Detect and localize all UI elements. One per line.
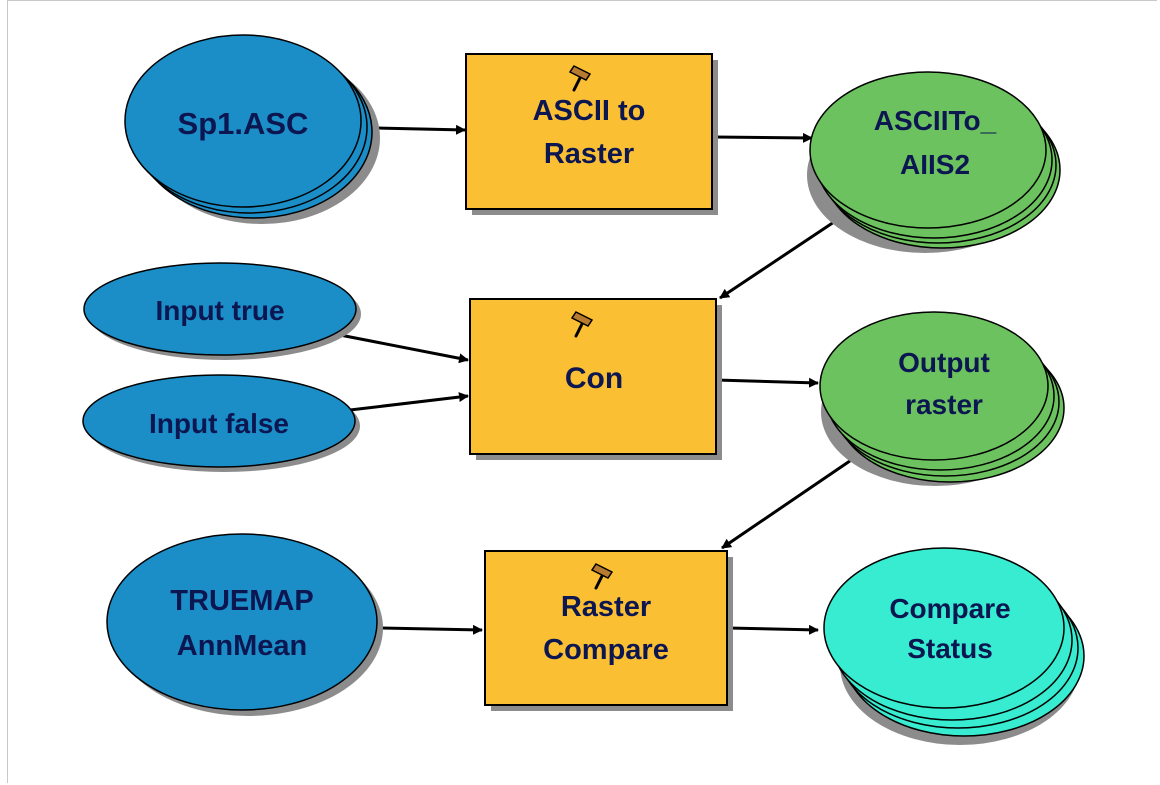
node-label: Compare — [889, 593, 1010, 624]
node-label: Status — [907, 633, 993, 664]
node-label: Sp1.ASC — [178, 106, 309, 141]
node-label: Compare — [543, 634, 669, 666]
output-node-compare-status[interactable]: Compare Status — [823, 547, 1085, 745]
connector-sp1-to-ascii — [377, 124, 466, 135]
node-label: Output — [898, 347, 990, 378]
connector-input-false-to-con — [349, 392, 469, 412]
output-node-output-raster[interactable]: Output raster — [819, 311, 1065, 486]
node-label: Con — [565, 362, 623, 395]
tool-node-ascii-to-raster[interactable]: ASCII to Raster — [465, 53, 718, 215]
node-label: TRUEMAP — [170, 585, 313, 617]
output-node-asciito-aiis2[interactable]: ASCIITo_ AIIS2 — [807, 71, 1061, 253]
input-node-sp1-asc[interactable]: Sp1.ASC — [124, 34, 380, 224]
node-label: raster — [905, 389, 983, 420]
node-label: Raster — [561, 591, 651, 623]
node-label: Input true — [155, 295, 284, 326]
connector-output-raster-to-compare — [721, 448, 867, 550]
connector-input-true-to-con — [339, 333, 469, 364]
node-label: AnnMean — [177, 630, 308, 662]
connectors — [339, 124, 867, 635]
connector-compare-to-status — [727, 624, 819, 635]
node-label: Input false — [149, 408, 289, 439]
connector-truemap-to-compare — [379, 624, 483, 635]
node-label: ASCIITo_ — [874, 105, 997, 136]
node-label: Raster — [544, 138, 634, 170]
tool-node-raster-compare[interactable]: Raster Compare — [484, 550, 733, 711]
input-node-input-false[interactable]: Input false — [82, 374, 360, 472]
tool-node-con[interactable]: Con — [469, 298, 722, 460]
connector-ascii-to-asciito — [713, 132, 813, 143]
node-label: AIIS2 — [900, 149, 970, 180]
node-label: ASCII to — [533, 95, 646, 127]
connector-con-to-output-raster — [715, 377, 819, 388]
input-node-input-true[interactable]: Input true — [83, 262, 361, 360]
input-node-truemap-annmean[interactable]: TRUEMAP AnnMean — [106, 533, 383, 716]
